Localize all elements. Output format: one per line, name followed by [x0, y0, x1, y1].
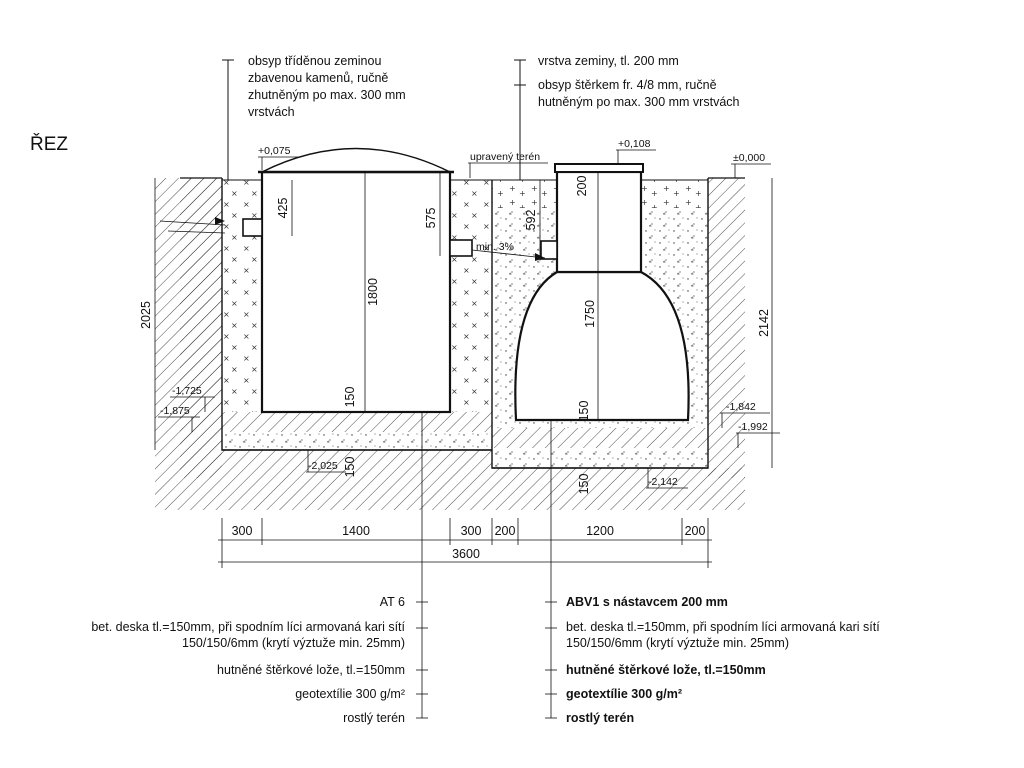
soil-hatch-left [180, 178, 222, 478]
abv1-tank [471, 163, 690, 630]
level-label: ±0,000 [733, 152, 765, 164]
legend-line: geotextílie 300 g/m² [295, 687, 405, 701]
legend-line: 150/150/6mm (krytí výztuže min. 25mm) [566, 636, 789, 650]
level-label: +0,075 [258, 145, 291, 157]
note-left-line: zbavenou kamenů, ručně [248, 71, 388, 85]
concrete-slab-right [492, 428, 708, 448]
vertical-dimensions: 2025 2142 425 575 592 200 1800 1750 150 … [139, 172, 773, 495]
level-label: -1,875 [160, 405, 190, 417]
dim-label: 3600 [452, 547, 480, 561]
legend-line: hutněné štěrkové lože, tl.=150mm [566, 663, 766, 677]
level-label: -2,025 [308, 460, 338, 472]
dim-label: 200 [575, 176, 589, 197]
slope-label: min. 3% [476, 241, 514, 253]
gravel-bed-left [222, 432, 492, 450]
level-label: +0,108 [618, 138, 651, 150]
note-right-line: obsyp štěrkem fr. 4/8 mm, ručně [538, 78, 717, 92]
legend-line: hutněné štěrkové lože, tl.=150mm [217, 663, 405, 677]
legend-title: ABV1 s nástavcem 200 mm [566, 595, 728, 609]
legend-abv1: ABV1 s nástavcem 200 mm bet. deska tl.=1… [545, 595, 880, 725]
level-label: -1,992 [738, 421, 768, 433]
dim-label: 150 [343, 457, 357, 478]
legend-line: rostlý terén [343, 711, 405, 725]
level-label: -2,142 [648, 476, 678, 488]
dim-label: 1200 [586, 524, 614, 538]
dim-label: 150 [577, 474, 591, 495]
dim-label: 200 [495, 524, 516, 538]
legend-at6: AT 6 bet. deska tl.=150mm, při spodním l… [91, 595, 428, 725]
dim-label: 1750 [583, 300, 597, 328]
inlet-pipe [242, 218, 263, 237]
gravel-bed-right [492, 448, 708, 468]
note-right-line: hutněným po max. 300 mm vrstvách [538, 95, 740, 109]
dim-label: 150 [577, 401, 591, 422]
horizontal-dimensions: 300 1400 300 200 1200 200 3600 [218, 518, 712, 568]
legend-line: 150/150/6mm (krytí výztuže min. 25mm) [182, 636, 405, 650]
note-left-line: obsyp tříděnou zeminou [248, 54, 381, 68]
outlet-pipe [449, 239, 473, 257]
concrete-slab-left [222, 412, 492, 432]
level-label: upravený terén [470, 151, 540, 163]
note-right-line: vrstva zeminy, tl. 200 mm [538, 54, 679, 68]
note-left: obsyp tříděnou zeminou zbavenou kamenů, … [222, 54, 406, 180]
dim-label: 1800 [366, 278, 380, 306]
section-title: ŘEZ [30, 133, 68, 155]
legend-line: bet. deska tl.=150mm, při spodním líci a… [566, 620, 880, 634]
at6-tank [159, 147, 473, 414]
level-label: -1,842 [726, 401, 756, 413]
soil-hatch-right [708, 178, 745, 478]
dim-label: 150 [343, 387, 357, 408]
dim-label: 425 [276, 198, 290, 219]
note-left-line: zhutněným po max. 300 mm [248, 88, 406, 102]
dim-label: 300 [461, 524, 482, 538]
dim-label: 2025 [139, 301, 153, 329]
note-right: vrstva zeminy, tl. 200 mm obsyp štěrkem … [514, 54, 740, 180]
dim-label: 575 [424, 208, 438, 229]
dim-label: 1400 [342, 524, 370, 538]
legend-line: bet. deska tl.=150mm, při spodním líci a… [91, 620, 405, 634]
dim-label: 200 [685, 524, 706, 538]
dim-label: 592 [524, 210, 538, 231]
dim-label: 2142 [757, 309, 771, 337]
dim-label: 300 [232, 524, 253, 538]
legend-line: geotextílie 300 g/m² [566, 687, 682, 701]
legend-line: rostlý terén [566, 711, 634, 725]
level-markers: +0,075 upravený terén +0,108 ±0,000 -1,7… [158, 138, 780, 489]
level-label: -1,725 [172, 385, 202, 397]
legend-title: AT 6 [380, 595, 405, 609]
note-left-line: vrstvách [248, 105, 295, 119]
